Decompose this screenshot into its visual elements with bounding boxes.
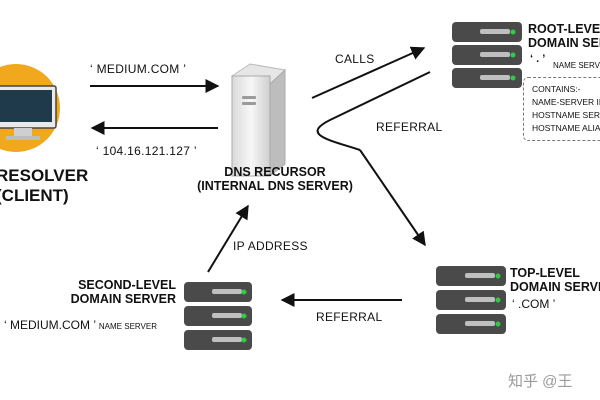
root-server-zone-note: NAME SERVER	[553, 61, 600, 70]
tld-server-stack-icon	[436, 266, 506, 334]
client-title: RESOLVER (CLIENT)	[0, 166, 88, 206]
watermark-text: 知乎 @王	[508, 373, 573, 390]
recursor-title-line1: DNS RECURSOR	[224, 165, 326, 179]
tld-server-title-line1: TOP-LEVEL	[510, 266, 580, 280]
root-server-title: ROOT-LEVEL DOMAIN SERVER	[528, 22, 600, 50]
second-level-zone-text: ‘ MEDIUM.COM ’	[4, 318, 96, 332]
second-level-server-stack-icon	[184, 282, 252, 350]
contains-heading: CONTAINS:-	[532, 84, 581, 94]
contains-item: NAME-SERVER INFO	[532, 97, 600, 107]
root-server-title-line2: DOMAIN SERVER	[528, 36, 600, 50]
recursor-title-line2: (INTERNAL DNS SERVER)	[197, 179, 353, 193]
recursor-title: DNS RECURSOR (INTERNAL DNS SERVER)	[190, 165, 360, 193]
second-level-title-line1: SECOND-LEVEL	[78, 278, 176, 292]
referral-root-arrow	[316, 71, 431, 151]
second-level-server-zone: ‘ MEDIUM.COM ’ NAME SERVER	[4, 318, 157, 332]
contains-item: HOSTNAME SERVER	[532, 110, 600, 120]
tld-server-title-line2: DOMAIN SERVER	[510, 280, 600, 294]
query-label: ‘ MEDIUM.COM ’	[90, 62, 187, 76]
tld-server-zone: ‘ .COM ’	[512, 297, 556, 311]
referral-root-label: REFERRAL	[376, 120, 443, 134]
answer-label: ‘ 104.16.121.127 ’	[96, 144, 197, 158]
client-title-line1: RESOLVER	[0, 166, 89, 185]
root-server-stack-icon	[452, 22, 522, 88]
ip-address-arrow	[207, 204, 249, 273]
client-computer-icon	[0, 64, 60, 152]
root-server-title-line1: ROOT-LEVEL	[528, 22, 600, 36]
referral-root-arrow-tail	[359, 149, 426, 247]
calls-label: CALLS	[335, 52, 375, 66]
second-level-server-title: SECOND-LEVEL DOMAIN SERVER	[56, 278, 176, 306]
client-title-line2: (CLIENT)	[0, 186, 69, 205]
root-server-zone: ‘ . ’	[530, 53, 546, 65]
dns-recursor-server-icon	[230, 63, 287, 178]
calls-arrow	[311, 46, 426, 99]
tld-server-title: TOP-LEVEL DOMAIN SERVER	[510, 266, 600, 294]
referral-tld-label: REFERRAL	[316, 310, 383, 324]
root-server-contains-box: CONTAINS:- NAME-SERVER INFO HOSTNAME SER…	[523, 77, 600, 141]
contains-item: HOSTNAME ALIAS	[532, 123, 600, 133]
ip-address-label: IP ADDRESS	[233, 239, 308, 253]
second-level-zone-note: NAME SERVER	[98, 322, 157, 331]
second-level-title-line2: DOMAIN SERVER	[70, 292, 176, 306]
